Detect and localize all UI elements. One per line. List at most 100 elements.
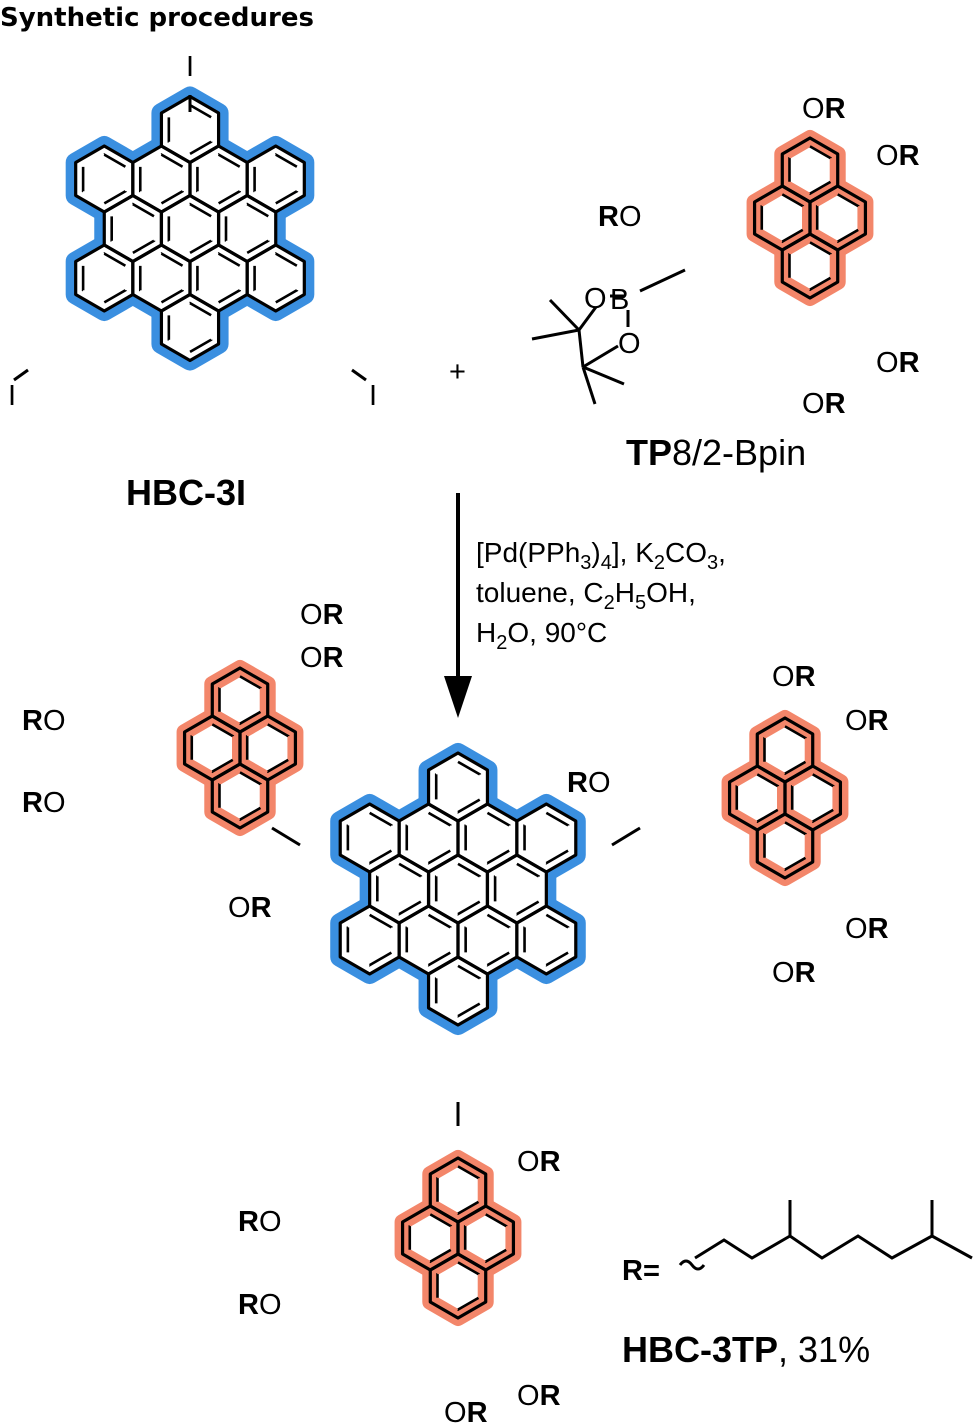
alkoxy-label: OR [228,892,272,924]
hbc-core-ring [515,904,578,976]
tp-right-ring [755,812,815,880]
tp-left-bonds [182,666,298,830]
hbc-3i-ring [159,292,221,363]
reactant2-label-rest: 8/2-Bpin [672,432,806,473]
tp-bottom-inner-bond [408,1212,453,1264]
tp-right-inner-bond [790,772,835,824]
reaction-arrow [444,493,472,718]
hbc-core-inner-bond [434,964,482,1018]
iodo-right: I [369,380,377,412]
tp-bpin-structure [746,130,874,306]
conditions-line-3: H2O, 90°C [476,617,607,654]
hbc-core-inner-bond [376,862,423,916]
hbc-core-ring [426,955,490,1027]
tp-right-inner-bond [735,772,780,824]
tp-left-inner-bond [218,770,262,822]
hbc-core-inner-bond [464,913,511,967]
alkoxy-label: RO [22,705,66,737]
alkoxy-label: RO [238,1206,282,1238]
tp-bpin-bonds [752,136,868,300]
iodo-top: I [186,51,194,83]
hbc-core-inner-bond [523,811,570,865]
plus-sign: + [449,356,466,388]
tp-right-inner-bond [763,724,807,776]
alkoxy-label: OR [444,1397,488,1428]
pinacol-boronate [531,268,686,405]
tp-left-inner-bond [218,674,262,726]
alkoxy-label: OR [300,642,344,674]
product-yield: , 31% [778,1329,870,1370]
wavy-bond [678,1259,706,1271]
hbc-core-structure [330,743,586,1035]
conditions-line-1: [Pd(PPh3)4], K2CO3, [476,537,726,574]
reactant2-label-bold: TP [626,432,672,473]
boron-atom: B [610,284,629,316]
hbc-3i-ring [245,243,306,313]
alkyl-chain [694,1234,973,1260]
hbc-3i-bonds [74,94,306,363]
tp-bottom-bonds [400,1156,516,1320]
tp-left-inner-bond [190,722,235,774]
hbc-core-inner-bond [346,811,393,865]
tp-bottom-inner-bond [463,1212,508,1264]
alkoxy-label: OR [517,1146,561,1178]
alkoxy-label: OR [300,599,344,631]
alkoxy-label: OR [802,93,846,125]
tp-right-inner-bond [763,820,807,872]
conditions-line-2: toluene, C2H5OH, [476,577,696,614]
alkoxy-label: OR [876,140,920,172]
tp-bpin-inner-bond [760,192,805,244]
hbc-core-inner-bond [346,913,393,967]
alkoxy-label: OR [845,705,889,737]
boronate-oxygen-1: O [584,283,607,315]
alkoxy-labels: OR OR RO OR OR OR OR RO RO OR OR OR RO OR OR OR RO RO OR OR [22,93,920,1428]
hbc-core-inner-bond [464,811,511,865]
alkoxy-label: OR [772,661,816,693]
iodo-left: I [8,380,16,412]
heading: Synthetic procedures [0,3,314,33]
biaryl-bond [611,826,641,847]
hbc-core-bonds [338,751,578,1027]
tp-bottom-ring [428,1252,488,1320]
r-definition-label: R= [622,1255,660,1287]
reaction-conditions: [Pd(PPh3)4], K2CO3, toluene, C2H5OH, H2O… [476,537,726,654]
alkoxy-label: OR [802,388,846,420]
tp-left-ring [210,762,270,830]
reactant2-label: TP8/2-Bpin [626,432,806,473]
hbc-3i-structure [13,86,367,382]
hbc-core-inner-bond [434,862,482,916]
biaryl-bond [271,826,301,847]
tp-bpin-inner-bond [815,192,860,244]
alkoxy-label: RO [567,767,611,799]
tp-left-inner-bond [245,722,290,774]
hbc-core-inner-bond [493,862,540,916]
alkoxy-label: RO [22,787,66,819]
hbc-core-inner-bond [523,913,570,967]
tp-arm-bottom [394,1150,522,1326]
tp-bpin-inner-bond [788,144,832,196]
biaryl-bonds [271,826,641,1126]
tp-arm-left [176,660,304,836]
tp-bpin-ring [780,232,840,300]
alkoxy-label: OR [845,913,889,945]
reactant1-label: HBC-3I [126,472,246,513]
hbc-core-inner-bond [405,811,452,865]
tp-bottom-inner-bond [436,1260,480,1312]
alkoxy-label: OR [517,1380,561,1412]
alkoxy-label: RO [598,201,642,233]
tp-right-bonds [727,716,843,880]
tp-bottom-inner-bond [436,1164,480,1216]
tp-bpin-inner-bond [788,240,832,292]
tp-arm-right [721,710,849,886]
hbc-3i-highlight [65,86,315,371]
hbc-core-inner-bond [434,760,482,814]
alkoxy-label: RO [238,1289,282,1321]
alkoxy-label: OR [772,957,816,989]
hbc-core-inner-bond [405,913,452,967]
product-label: HBC-3TP, 31% [622,1329,870,1370]
product-label-bold: HBC-3TP [622,1329,778,1370]
boronate-oxygen-2: O [618,328,641,360]
hbc-core-highlight [330,743,586,1035]
alkoxy-label: OR [876,347,920,379]
